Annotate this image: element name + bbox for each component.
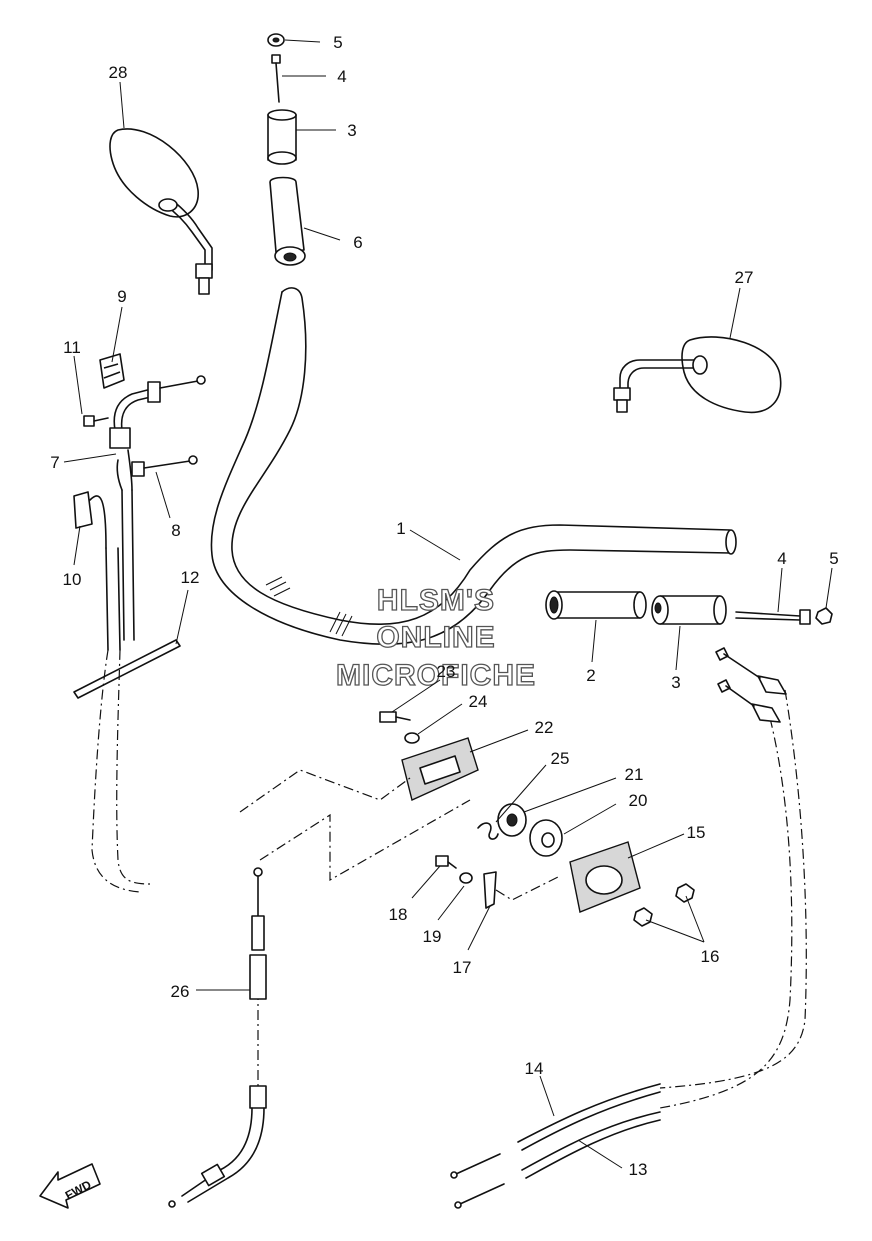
callout-3: 3 — [347, 121, 356, 140]
clutch-cable — [168, 867, 267, 1208]
switch-housing-left — [379, 711, 695, 927]
bar-end-stack-top — [267, 33, 306, 266]
callout-3b: 3 — [671, 673, 680, 692]
throttle-cables — [450, 647, 787, 1209]
callout-23: 23 — [437, 662, 456, 681]
callout-4: 4 — [337, 67, 346, 86]
callout-6: 6 — [353, 233, 362, 252]
callout-12: 12 — [181, 568, 200, 587]
callout-numbers: 28 5 4 3 6 27 9 11 7 8 10 12 1 2 3 4 5 2… — [50, 33, 838, 1179]
callout-26: 26 — [171, 982, 190, 1001]
callout-4b: 4 — [777, 549, 786, 568]
callout-15: 15 — [687, 823, 706, 842]
callout-28: 28 — [109, 63, 128, 82]
callout-14: 14 — [525, 1059, 544, 1078]
callout-19: 19 — [423, 927, 442, 946]
callout-16: 16 — [701, 947, 720, 966]
mirror-left — [109, 128, 213, 295]
watermark: HLSM'S ONLINE MICROFICHE — [335, 583, 536, 692]
callout-7: 7 — [50, 453, 59, 472]
fwd-arrow: FWD — [39, 1163, 101, 1209]
callout-5: 5 — [333, 33, 342, 52]
callout-18: 18 — [389, 905, 408, 924]
mirror-right — [613, 336, 782, 414]
leader-lines — [63, 39, 833, 1169]
callout-22: 22 — [535, 718, 554, 737]
callout-11: 11 — [63, 338, 81, 357]
watermark-line3: MICROFICHE — [336, 659, 536, 692]
callout-13: 13 — [629, 1160, 648, 1179]
callout-21: 21 — [625, 765, 644, 784]
callout-2: 2 — [586, 666, 595, 685]
right-grip-group — [545, 590, 833, 625]
cable-routes — [91, 649, 807, 1109]
callout-8: 8 — [171, 521, 180, 540]
callout-20: 20 — [629, 791, 648, 810]
callout-1: 1 — [396, 519, 405, 538]
callout-27: 27 — [735, 268, 754, 287]
callout-5b: 5 — [829, 549, 838, 568]
callout-10: 10 — [63, 570, 82, 589]
left-switch-cables — [73, 353, 206, 699]
callout-25: 25 — [551, 749, 570, 768]
callout-9: 9 — [117, 287, 126, 306]
callout-17: 17 — [453, 958, 472, 977]
callout-24: 24 — [469, 692, 488, 711]
handlebar — [210, 287, 737, 646]
watermark-line1: HLSM'S — [377, 584, 495, 617]
watermark-line2: ONLINE — [376, 621, 495, 654]
